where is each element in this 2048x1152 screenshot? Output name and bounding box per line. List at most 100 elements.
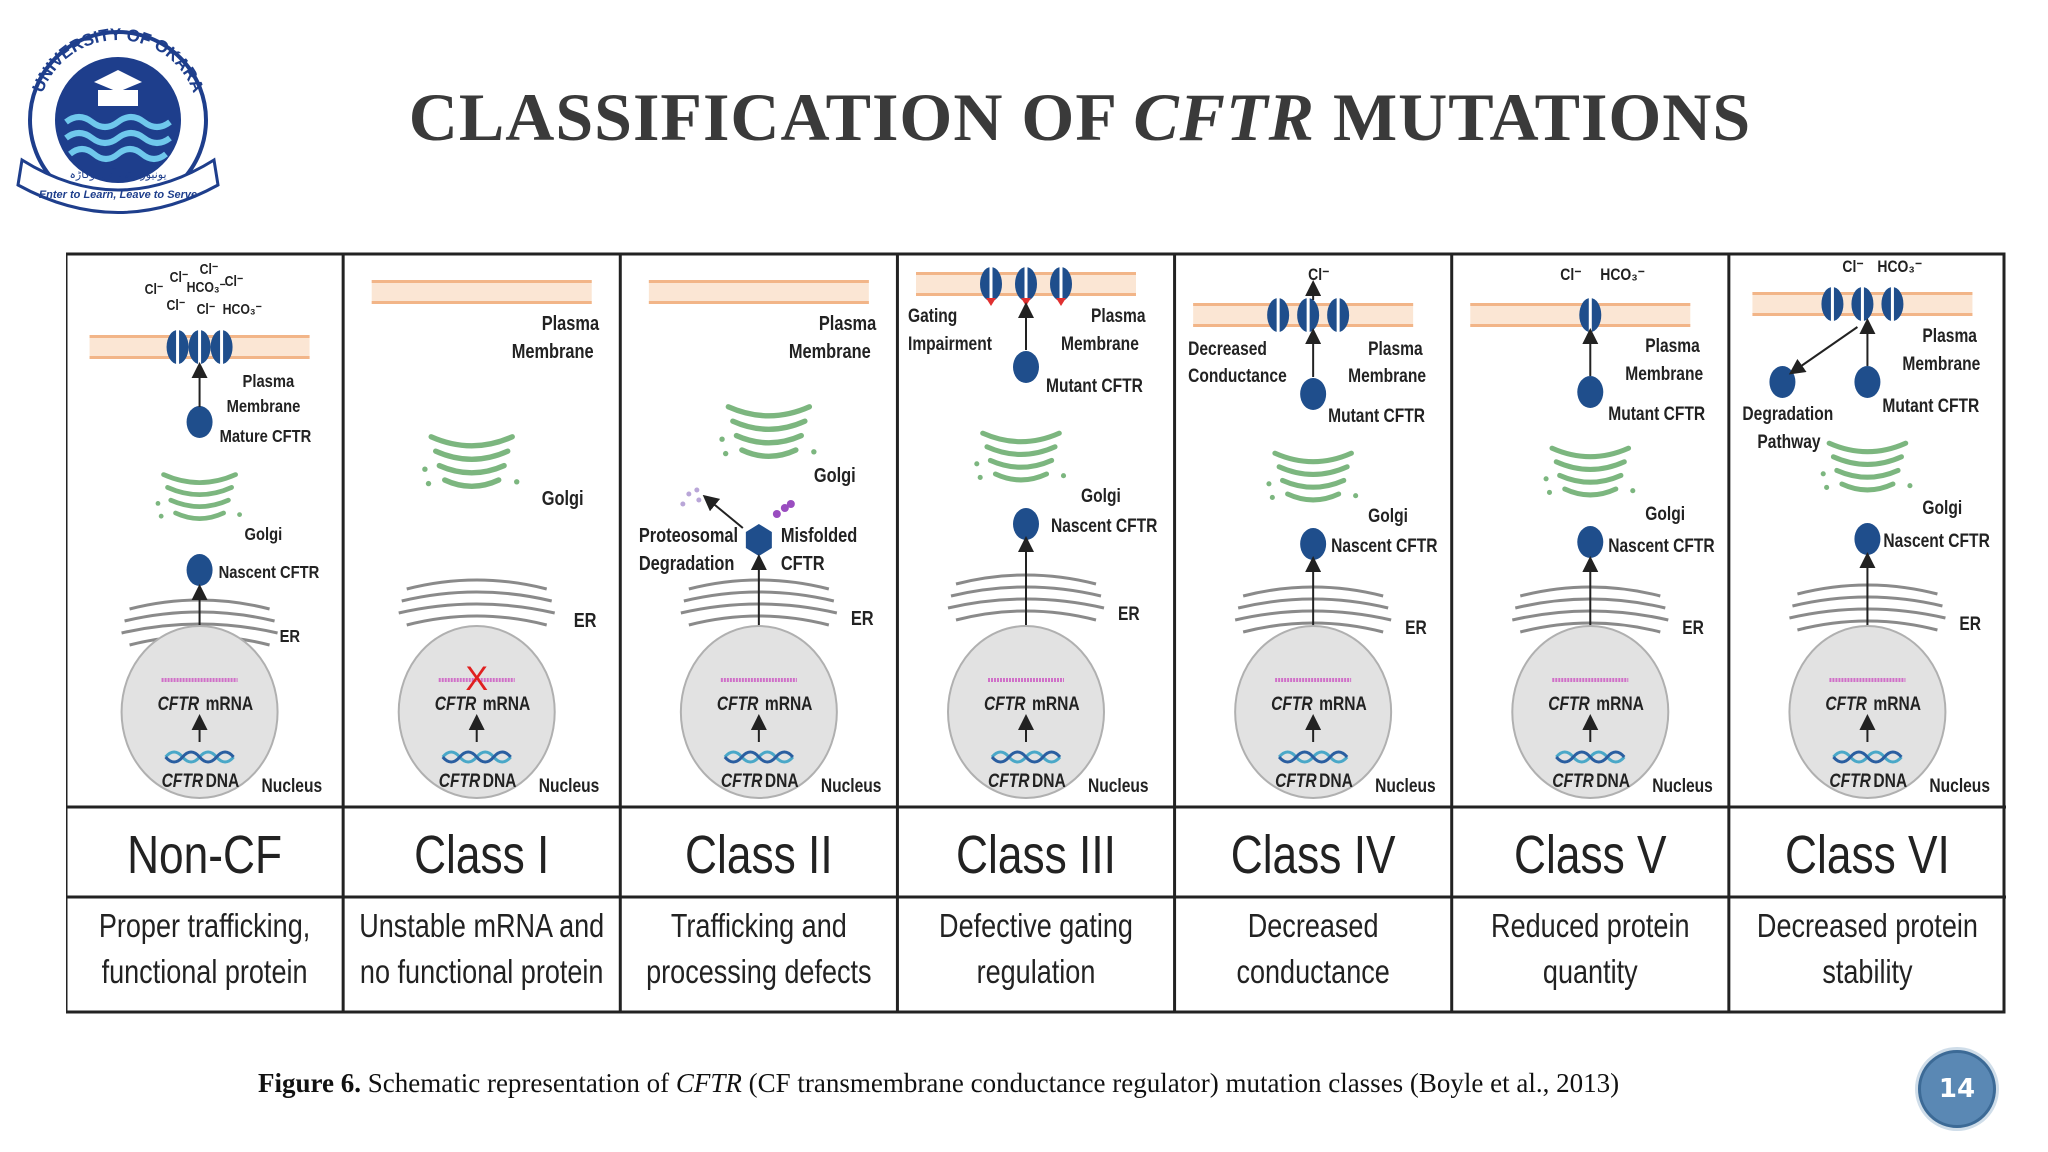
golgi-label: Golgi [245,525,283,545]
nascent-cftr-protein [1300,528,1327,560]
cftr-channel-icon [166,330,189,364]
nucleus-label: Nucleus [1375,775,1436,797]
nascent-cftr-protein [1013,508,1039,540]
figure-caption: Figure 6. Schematic representation of CF… [258,1068,1620,1098]
cftr-channel-icon [1050,267,1072,301]
class-name: Class II [685,825,833,885]
mrna-label: CFTR [1825,693,1867,715]
golgi-label: Golgi [542,486,584,509]
membrane-label: Membrane [1902,353,1980,375]
membrane-label: Membrane [789,339,871,362]
mrna-label: CFTR [1548,693,1590,715]
cftr-channel-icon [1015,267,1037,301]
plasma-membrane [648,280,869,304]
class-name: Non-CF [127,825,282,885]
class-description: functional protein [102,955,308,991]
nucleus [1511,625,1670,799]
er-label: ER [1682,617,1704,639]
page-title: CLASSIFICATION OF CFTR MUTATIONS [408,79,1752,155]
er-label: ER [851,606,874,629]
gating-label: Impairment [908,333,992,355]
nucleus-label: Nucleus [1652,775,1713,797]
panel-noncf: Non-CF Proper trafficking, functional prot… [89,261,323,991]
degradation-particle [680,501,686,507]
ion-label: Cl⁻ [1560,266,1581,285]
degradation-label: Pathway [1757,431,1820,453]
mrna-label: mRNA [1596,693,1644,715]
nascent-label: Nascent CFTR [1883,530,1990,552]
class-name: Class IV [1231,825,1396,885]
dna-label: CFTR [721,770,763,792]
cftr-channel-icon [980,267,1002,301]
cftr-channel-icon [1851,287,1874,321]
nucleus [1234,625,1393,799]
class-name: Class III [956,825,1116,885]
class-description: Proper trafficking, [99,909,310,945]
svg-text:یونیورسٹی آف اوکاڑہ: یونیورسٹی آف اوکاڑہ [69,168,166,181]
nucleus [679,625,838,799]
dna-label: CFTR [1829,770,1871,792]
ion-label: Cl⁻ [200,261,219,277]
golgi-label: Golgi [814,463,856,486]
mrna-label: mRNA [206,693,254,715]
cftr-channel-icon [1881,287,1904,321]
degradation-particle [694,487,700,493]
golgi-label: Golgi [1645,503,1685,525]
nascent-cftr-protein [1577,526,1604,558]
ion-label: Cl⁻ [225,273,244,289]
nucleus-label: Nucleus [1088,775,1149,797]
protein-label: Mutant CFTR [1046,375,1143,397]
nascent-cftr-protein [186,554,213,586]
membrane-label: Membrane [1625,363,1703,385]
nascent-label: Nascent CFTR [1331,535,1438,557]
nucleus-label: Nucleus [262,775,323,797]
dna-label: DNA [1873,770,1907,792]
degradation-label: Degradation [639,551,735,574]
class-description: Defective gating [939,909,1133,945]
nascent-cftr-protein [1854,523,1881,555]
er-label: ER [280,627,301,647]
gating-label: Gating [908,305,957,327]
misfolded-particle [780,504,789,512]
mutant-cftr-protein [1300,378,1327,410]
cftr-channel-icon [1267,298,1290,332]
nascent-label: Nascent CFTR [219,563,320,583]
dna-label: CFTR [1275,770,1317,792]
cross-mark: X [465,660,488,698]
mutant-cftr-protein [1854,366,1881,398]
class-name: Class VI [1785,825,1950,885]
mrna-label: mRNA [483,693,531,715]
class-description: conductance [1236,955,1389,991]
mrna-label: CFTR [1271,693,1313,715]
dna-label: DNA [1032,770,1066,792]
golgi-label: Golgi [1368,505,1408,527]
cftr-channel-icon [210,330,233,364]
membrane-label: Plasma [1368,338,1423,360]
dna-label: DNA [765,770,799,792]
class-description: regulation [977,955,1096,991]
degradation-label: Degradation [1742,403,1833,425]
nucleus-label: Nucleus [539,775,600,797]
cftr-mutation-diagram: Non-CF Proper trafficking, functional prot… [66,252,2006,1014]
university-logo: UNIVERSITY OF OKARA Enter to Learn, Leav… [16,25,220,214]
degradation-label: Proteosomal [639,523,738,546]
cftr-channel-icon [1297,298,1320,332]
misfolded-cftr-protein [745,524,772,556]
dna-label: CFTR [1552,770,1594,792]
mrna-label: CFTR [435,693,477,715]
cftr-channel-icon [1579,298,1602,332]
class-description: stability [1822,955,1913,991]
membrane-label: Membrane [1061,333,1139,355]
class-description: Trafficking and [671,909,847,945]
degraded-cftr-protein [1769,366,1796,398]
svg-text:Enter to Learn, Leave to Serve: Enter to Learn, Leave to Serve [39,189,197,201]
ion-label: Cl⁻ [145,281,164,297]
membrane-label: Plasma [243,372,295,392]
cftr-channel-icon [1327,298,1350,332]
ion-label: HCO₃⁻ [223,301,262,317]
arrow [1788,326,1858,375]
dna-label: DNA [483,770,517,792]
ion-label: Cl⁻ [197,301,216,317]
nucleus [397,625,556,799]
